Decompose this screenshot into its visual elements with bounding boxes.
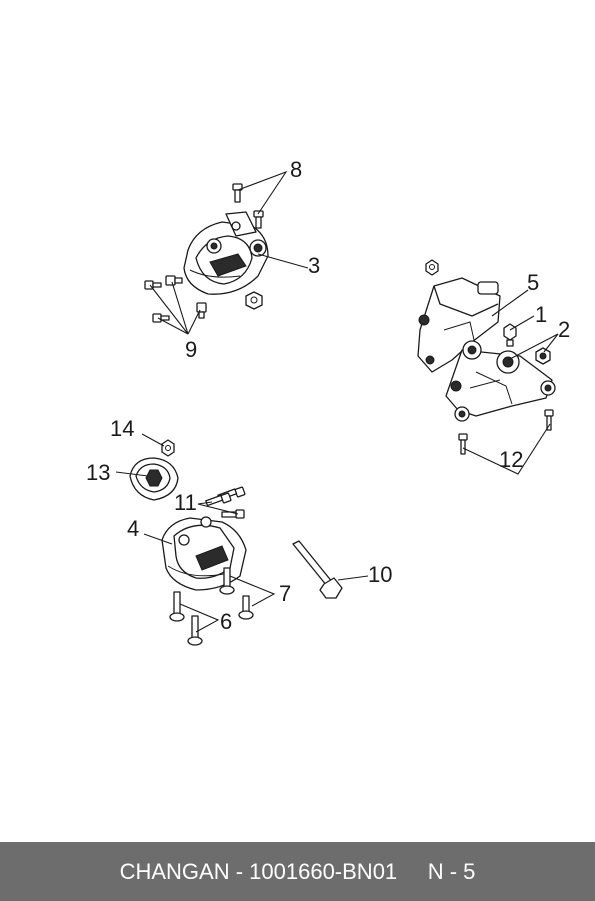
callout-14: 14 [110,416,134,441]
bolt-part-9-b [165,275,183,286]
nut-part-14 [161,439,175,457]
long-bolt-part-10 [292,540,343,599]
leader-lines [115,170,559,633]
bolt-part-7-a [219,567,235,595]
bracket-arm [445,340,556,422]
callout-9: 9 [185,337,197,362]
bolt-part-9-d [196,302,207,319]
stud-part-12-b [544,409,554,431]
exploded-parts-diagram: 1 2 3 4 5 6 7 8 9 10 11 12 13 14 [86,157,570,646]
footer-bar: CHANGAN - 1001660-BN01 N - 5 [0,842,595,901]
callout-1: 1 [535,302,547,327]
stud-part-12-a [458,433,468,455]
callout-2: 2 [558,317,570,342]
callout-10: 10 [368,562,392,587]
callout-4: 4 [127,516,139,541]
bolt-part-11-b [205,492,232,507]
nut-part-9 [245,291,263,310]
callout-3: 3 [308,253,320,278]
callout-7: 7 [279,581,291,606]
engine-mount-part-4 [161,516,247,591]
bushing-part-13 [129,457,179,501]
bolt-part-9-c [152,313,170,323]
callout-6: 6 [220,609,232,634]
engine-mount-part-3 [183,211,269,295]
bolt-part-6-b [187,615,203,646]
bolt-part-6-a [169,591,185,622]
callout-11: 11 [174,490,197,515]
nut-part-top [425,259,439,276]
callout-12: 12 [499,447,523,472]
bolt-part-9-a [144,280,162,290]
nut-part-2 [535,347,551,365]
callout-13: 13 [86,460,110,485]
callout-8: 8 [290,157,302,182]
bolt-part-8-a [232,183,243,203]
bolt-part-7-b [238,595,254,620]
part-number-caption: CHANGAN - 1001660-BN01 N - 5 [119,858,476,884]
callout-5: 5 [527,270,539,295]
